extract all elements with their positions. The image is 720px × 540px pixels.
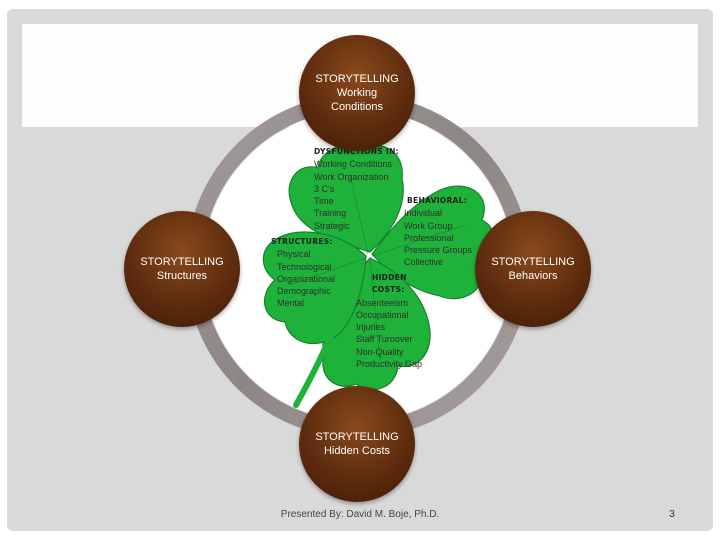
- structures-heading: STRUCTURES:: [271, 237, 333, 246]
- dysfunctions-heading: DYSFUNCTIONS IN:: [314, 147, 399, 156]
- dysfunctions-list: DYSFUNCTIONS IN: Working Conditions Work…: [314, 146, 399, 232]
- presenter-footer: Presented By: David M. Boje, Ph.D.: [280, 509, 440, 520]
- page-number: 3: [669, 509, 675, 520]
- circle-label-line: Working: [336, 87, 378, 99]
- list-item: Collective: [404, 257, 444, 268]
- hidden-costs-heading-line1: HIDDEN: [372, 273, 407, 282]
- list-item: Productivity Gap: [356, 359, 423, 370]
- behavioral-list: BEHAVIORAL: Individual Work Group Profes…: [404, 195, 472, 269]
- circle-label-line: Behaviors: [508, 270, 558, 282]
- list-item: Time: [314, 196, 334, 207]
- list-item: Work Group: [404, 220, 453, 231]
- list-item: Demographic: [277, 286, 331, 297]
- hidden-costs-list: HIDDEN COSTS: Absenteeism Occupational I…: [356, 272, 422, 370]
- behavioral-heading: BEHAVIORAL:: [407, 196, 468, 205]
- list-item: Pressure Groups: [404, 245, 473, 256]
- list-item: 3 C's: [314, 183, 335, 194]
- circle-label-line: STORYTELLING: [491, 256, 575, 268]
- hidden-costs-heading-line2: COSTS:: [372, 285, 405, 295]
- list-item: Staff Turnover: [356, 334, 413, 345]
- list-item: Non-Quality: [356, 346, 404, 357]
- structures-list: STRUCTURES: Physical Technological Organ…: [271, 236, 335, 310]
- circle-label-line: Structures: [156, 270, 208, 282]
- list-item: Work Organization: [314, 171, 389, 182]
- list-item: Organizational: [277, 273, 336, 284]
- circle-label-line: STORYTELLING: [315, 431, 399, 443]
- list-item: Training: [314, 208, 347, 219]
- list-item: Professional: [404, 232, 454, 243]
- circle-label-line: Hidden Costs: [323, 445, 391, 457]
- list-item: Absenteeism: [356, 297, 409, 308]
- list-item: Physical: [277, 249, 311, 260]
- clover-veins: [289, 174, 466, 361]
- clover-stem: [293, 265, 363, 408]
- list-item: Individual: [404, 208, 443, 219]
- hidden-costs-circle: STORYTELLING Hidden Costs: [299, 386, 415, 502]
- list-item: Mental: [277, 298, 305, 309]
- working-conditions-circle: STORYTELLING Working Conditions: [299, 35, 415, 151]
- circle-label-line: STORYTELLING: [140, 256, 224, 268]
- behaviors-circle: STORYTELLING Behaviors: [475, 211, 591, 327]
- circle-label-line: STORYTELLING: [315, 73, 399, 85]
- list-item: Technological: [277, 261, 332, 272]
- structures-circle: STORYTELLING Structures: [124, 211, 240, 327]
- list-item: Strategic: [314, 220, 350, 231]
- circle-label-line: Conditions: [331, 101, 383, 113]
- list-item: Working Conditions: [314, 159, 392, 170]
- list-item: Injuries: [356, 322, 386, 333]
- list-item: Occupational: [356, 309, 409, 320]
